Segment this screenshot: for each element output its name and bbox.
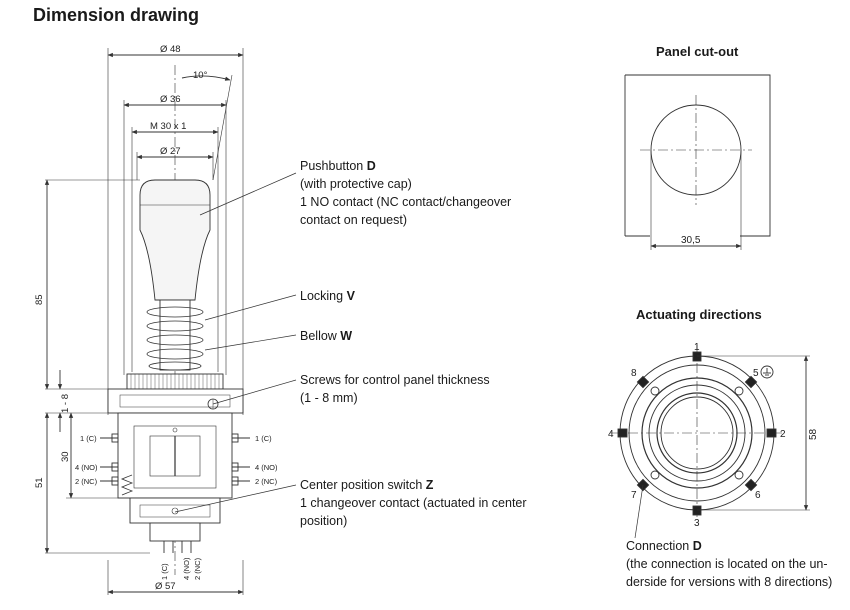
dim-d57: Ø 57 [155,581,176,592]
connection-callout: Connection D (the connection is located … [626,539,833,589]
device-drawing [44,48,297,595]
terminal-right-4: 4 (NO) [255,463,278,472]
direction-3: 3 [694,518,700,529]
panel-cutout-drawing [624,74,771,250]
page-title: Dimension drawing [33,5,200,25]
dim-angle: 10° [193,70,208,81]
pushbutton-callout: Pushbutton D (with protective cap) 1 NO … [300,159,512,227]
dim-d27: Ø 27 [160,146,181,157]
dim-h85: 85 [34,294,45,305]
dim-h30: 30 [60,451,71,462]
direction-2: 2 [780,429,786,440]
dim-58: 58 [808,428,819,440]
dim-d36: Ø 36 [160,94,181,105]
terminal-bottom-4: 4 (NO) [182,557,191,580]
direction-1: 1 [694,342,700,353]
locking-callout: Locking V [300,289,355,303]
terminal-right-1: 1 (C) [255,434,272,443]
terminal-bottom-2: 2 (NC) [193,557,202,580]
actuating-directions-title: Actuating directions [636,307,762,322]
actuating-drawing [610,345,810,539]
panel-cutout-title: Panel cut-out [656,44,739,59]
terminal-bottom-1: 1 (C) [160,563,169,580]
direction-6: 6 [755,490,761,501]
dim-h51: 51 [34,477,45,488]
terminal-left-4: 4 (NO) [75,463,98,472]
terminal-left-1: 1 (C) [80,434,97,443]
screws-callout: Screws for control panel thickness (1 - … [300,373,490,405]
bellow-callout: Bellow W [300,329,353,343]
dim-cutout: 30,5 [681,235,701,246]
terminal-right-2: 2 (NC) [255,477,278,486]
dim-d48: Ø 48 [160,44,181,55]
direction-5: 5 [753,368,759,379]
terminal-left-2: 2 (NC) [75,477,98,486]
direction-8: 8 [631,368,637,379]
direction-4: 4 [608,429,614,440]
switch-callout: Center position switch Z 1 changeover co… [300,478,527,528]
dim-m30: M 30 x 1 [150,121,186,132]
direction-7: 7 [631,490,637,501]
dim-h1-8: 1 - 8 [60,394,71,413]
